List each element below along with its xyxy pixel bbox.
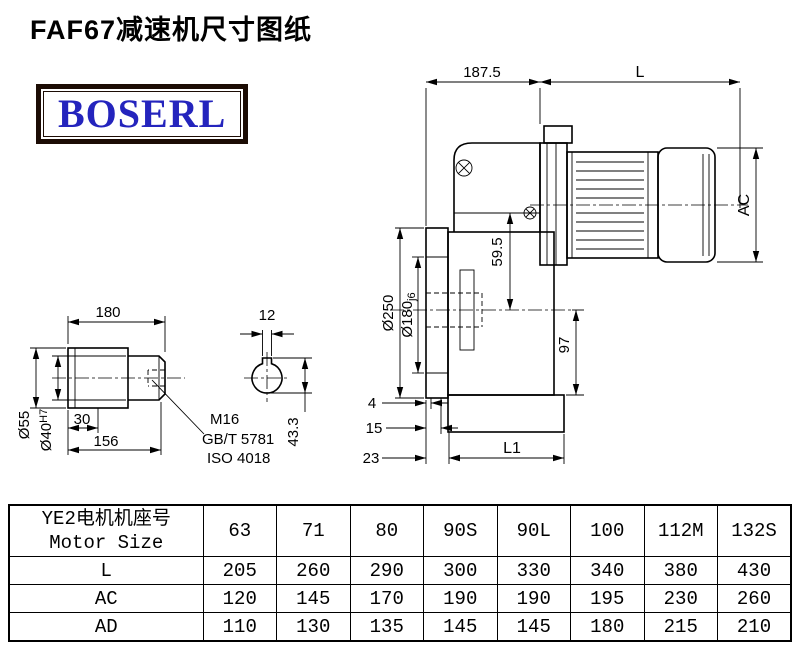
shaft-detail-view: 180 Ø55 Ø40H7 30 156 M16 GB/T 5781 ISO 4… — [16, 304, 274, 467]
table-cell: 130 — [276, 612, 351, 642]
size-column-header: 80 — [349, 504, 424, 557]
table-cell: 215 — [643, 612, 718, 642]
bolt-symbol — [523, 206, 537, 220]
dim-4: 4 — [368, 395, 376, 412]
bottom-dimensions: 4 15 23 L1 — [363, 395, 565, 467]
dim-30: 30 — [74, 411, 91, 428]
dimension-table: YE2电机机座号 Motor Size 63 71 80 90S 90L 100… — [8, 504, 792, 642]
page-title: FAF67减速机尺寸图纸 — [30, 15, 313, 45]
thread-callout: M16 — [210, 411, 239, 428]
table-cell: 260 — [276, 556, 351, 585]
dim-keyway-depth: 43.3 — [285, 417, 302, 446]
dim-motor-height: AC — [736, 194, 753, 216]
output-flange: Ø250 Ø180j6 — [380, 227, 449, 399]
table-cell: 170 — [349, 584, 424, 613]
table-row-AC: AC 120 145 170 190 190 195 230 260 — [8, 584, 792, 613]
size-column-header: 90S — [423, 504, 498, 557]
dim-bore-diameter: Ø40H7 — [38, 409, 55, 451]
size-column-header: 63 — [202, 504, 277, 557]
dim-housing-width: 187.5 — [463, 64, 501, 81]
table-cell: 120 — [202, 584, 277, 613]
dim-center-to-foot: 97 — [556, 337, 573, 354]
table-row-AD: AD 110 130 135 145 145 180 215 210 — [8, 612, 792, 642]
row-label: L — [8, 556, 204, 585]
motor — [530, 125, 748, 266]
standard-gb-callout: GB/T 5781 — [202, 431, 274, 448]
dim-156: 156 — [93, 433, 118, 450]
table-header-row: YE2电机机座号 Motor Size 63 71 80 90S 90L 100… — [8, 504, 792, 557]
table-cell: 430 — [717, 556, 792, 585]
dim-23: 23 — [363, 450, 380, 467]
motor-size-label-cn: YE2电机机座号 — [41, 508, 171, 530]
size-column-header: 112M — [643, 504, 718, 557]
motor-size-label-en: Motor Size — [49, 532, 164, 554]
table-cell: 230 — [643, 584, 718, 613]
table-cell: 260 — [717, 584, 792, 613]
dim-motor-length: L — [636, 64, 645, 81]
table-cell: 330 — [496, 556, 571, 585]
table-cell: 145 — [423, 612, 498, 642]
size-column-header: 132S — [717, 504, 792, 557]
motor-size-header-cell: YE2电机机座号 Motor Size — [8, 504, 204, 557]
motor-height-dimension: AC — [717, 147, 763, 263]
dim-housing-length: L1 — [503, 440, 521, 457]
table-cell: 300 — [423, 556, 498, 585]
table-cell: 190 — [423, 584, 498, 613]
table-cell: 180 — [570, 612, 645, 642]
dim-center-to-face: 59.5 — [489, 237, 506, 266]
row-label: AD — [8, 612, 204, 642]
bolt-symbol — [455, 159, 473, 177]
size-column-header: 71 — [276, 504, 351, 557]
size-column-header: 100 — [570, 504, 645, 557]
table-cell: 205 — [202, 556, 277, 585]
dim-spigot-diameter: Ø180j6 — [399, 292, 418, 337]
table-cell: 190 — [496, 584, 571, 613]
table-cell: 145 — [496, 612, 571, 642]
dim-shaft-length: 180 — [95, 304, 120, 321]
table-row-L: L 205 260 290 300 330 340 380 430 — [8, 556, 792, 585]
dim-key-width: 12 — [259, 307, 276, 324]
table-cell: 290 — [349, 556, 424, 585]
dim-15: 15 — [366, 420, 383, 437]
table-cell: 340 — [570, 556, 645, 585]
dim-flange-diameter: Ø250 — [380, 295, 397, 332]
terminal-box — [543, 125, 573, 144]
motor-fins — [576, 161, 644, 250]
internal-dimensions: 59.5 97 — [489, 213, 584, 396]
size-column-header: 90L — [496, 504, 571, 557]
table-cell: 210 — [717, 612, 792, 642]
table-cell: 145 — [276, 584, 351, 613]
standard-iso-callout: ISO 4018 — [207, 450, 270, 467]
housing-foot — [447, 394, 565, 433]
dim-shaft-outer-diameter: Ø55 — [16, 411, 33, 439]
table-cell: 110 — [202, 612, 277, 642]
gear-housing — [390, 142, 572, 433]
row-label: AC — [8, 584, 204, 613]
table-cell: 135 — [349, 612, 424, 642]
brand-logo-text: BOSERL — [43, 91, 242, 137]
table-cell: 195 — [570, 584, 645, 613]
technical-drawing: 187.5 L AC — [16, 64, 763, 467]
brand-logo: BOSERL — [36, 84, 249, 144]
table-cell: 380 — [643, 556, 718, 585]
top-dimensions: 187.5 L — [425, 64, 741, 226]
bore-section-view: 12 43.3 — [240, 307, 312, 447]
